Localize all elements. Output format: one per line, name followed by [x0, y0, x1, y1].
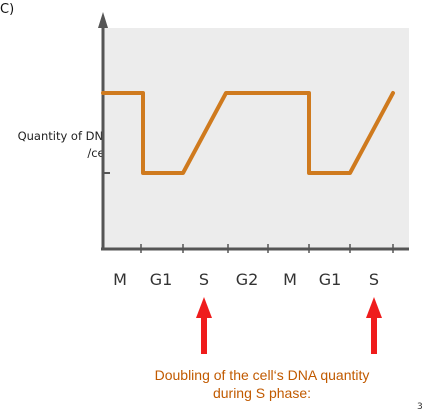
s-phase-arrow-1 [196, 297, 212, 354]
dna-quantity-curve [101, 91, 395, 175]
caption-line2: during S phase: [212, 385, 312, 401]
arrow-head [196, 297, 212, 318]
caption: Doubling of the cell‘s DNA quantity duri… [112, 366, 412, 402]
phase-label: G1 [150, 270, 173, 289]
y-axis-label-line1: Quantity of DNA [17, 129, 111, 143]
phase-label: S [199, 270, 209, 289]
phase-label: M [113, 270, 127, 289]
phase-label: G2 [236, 270, 259, 289]
phase-label: S [369, 270, 379, 289]
caption-line1: Doubling of the cell‘s DNA quantity [154, 367, 370, 383]
x-axis-ticks [140, 244, 394, 253]
plot-background [103, 28, 409, 249]
panel-label: C) [0, 2, 15, 17]
page-number: 3 [417, 402, 423, 412]
phase-labels: M G1 S G2 M G1 S [113, 270, 379, 289]
phase-label: M [283, 270, 297, 289]
arrow-shaft [201, 316, 207, 354]
y-axis-arrowhead [98, 12, 108, 28]
arrow-head [366, 297, 382, 318]
arrow-shaft [371, 316, 377, 354]
phase-label: G1 [319, 270, 342, 289]
s-phase-arrow-2 [366, 297, 382, 354]
